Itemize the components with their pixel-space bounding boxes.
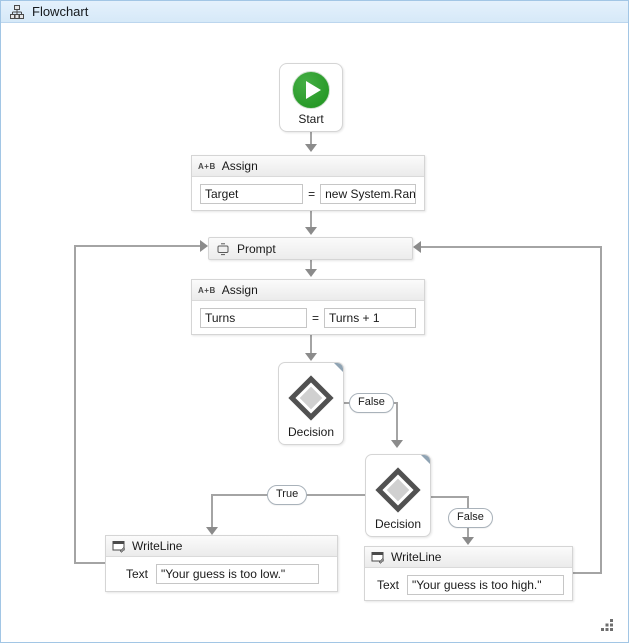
activity-title: WriteLine	[391, 550, 442, 564]
prompt-activity-icon	[216, 242, 230, 256]
writeline-text-field[interactable]: "Your guess is too low."	[156, 564, 320, 584]
text-field-label: Text	[377, 578, 400, 592]
connector-segment	[600, 246, 602, 574]
writeline-icon	[112, 539, 126, 553]
collapse-corner-icon[interactable]	[334, 363, 343, 372]
decision-node-second[interactable]: Decision	[365, 454, 431, 537]
arrowhead-down-icon	[462, 537, 474, 545]
writeline-low-activity[interactable]: WriteLine Text "Your guess is too low."	[105, 535, 338, 592]
connector-segment	[310, 260, 312, 270]
arrowhead-down-icon	[305, 353, 317, 361]
connector-segment	[421, 246, 601, 248]
decision-label: Decision	[374, 517, 422, 531]
design-canvas[interactable]: False True False Start A+B Assign Target…	[1, 24, 628, 642]
branch-label-true: True	[267, 485, 308, 505]
connector-segment	[431, 496, 469, 498]
equals-sign: =	[311, 311, 319, 325]
resize-grip-icon[interactable]	[600, 618, 614, 637]
arrowhead-down-icon	[305, 144, 317, 152]
branch-label-false: False	[349, 393, 394, 413]
connector-segment	[74, 245, 200, 247]
flowchart-icon	[9, 4, 25, 20]
assign-value-field[interactable]: Turns + 1	[323, 308, 416, 328]
arrowhead-down-icon	[305, 227, 317, 235]
assign-target-activity[interactable]: A+B Assign Target = new System.Random	[191, 155, 425, 211]
text-field-label: Text	[126, 567, 149, 581]
activity-header[interactable]: WriteLine	[365, 547, 572, 568]
connector-segment	[74, 562, 105, 564]
activity-header[interactable]: A+B Assign	[192, 280, 424, 301]
assign-to-field[interactable]: Target	[200, 184, 304, 204]
writeline-text-field[interactable]: "Your guess is too high."	[407, 575, 564, 595]
connector-segment	[396, 402, 398, 441]
connector-segment	[211, 494, 213, 528]
writeline-icon	[371, 550, 385, 564]
writeline-high-activity[interactable]: WriteLine Text "Your guess is too high."	[364, 546, 573, 601]
connector-segment	[573, 572, 602, 574]
collapse-corner-icon[interactable]	[421, 455, 430, 464]
assign-turns-activity[interactable]: A+B Assign Turns = Turns + 1	[191, 279, 425, 335]
arrowhead-left-icon	[413, 241, 421, 253]
activity-title: WriteLine	[132, 539, 183, 553]
activity-title: Assign	[221, 159, 258, 173]
titlebar[interactable]: Flowchart	[1, 1, 628, 23]
branch-label-false: False	[448, 508, 493, 528]
start-play-icon	[292, 71, 330, 109]
start-node[interactable]: Start	[279, 63, 343, 132]
decision-diamond-icon	[288, 375, 334, 421]
arrowhead-down-icon	[305, 269, 317, 277]
assign-icon: A+B	[198, 285, 216, 295]
activity-header[interactable]: A+B Assign	[192, 156, 424, 177]
activity-title: Assign	[221, 283, 258, 297]
equals-sign: =	[308, 187, 316, 201]
start-label: Start	[298, 112, 324, 126]
connector-segment	[310, 335, 312, 353]
prompt-activity[interactable]: Prompt	[208, 237, 413, 260]
connector-segment	[74, 245, 76, 564]
activity-header[interactable]: WriteLine	[106, 536, 337, 557]
assign-value-field[interactable]: new System.Random	[320, 184, 416, 204]
assign-icon: A+B	[198, 161, 216, 171]
page-title: Flowchart	[32, 4, 89, 19]
arrowhead-right-icon	[200, 240, 208, 252]
activity-title: Prompt	[237, 241, 276, 256]
decision-diamond-icon	[375, 467, 421, 513]
connector-segment	[310, 211, 312, 227]
assign-to-field[interactable]: Turns	[200, 308, 307, 328]
decision-label: Decision	[287, 425, 335, 439]
decision-node-first[interactable]: Decision	[278, 362, 344, 445]
arrowhead-down-icon	[206, 527, 218, 535]
arrowhead-down-icon	[391, 440, 403, 448]
